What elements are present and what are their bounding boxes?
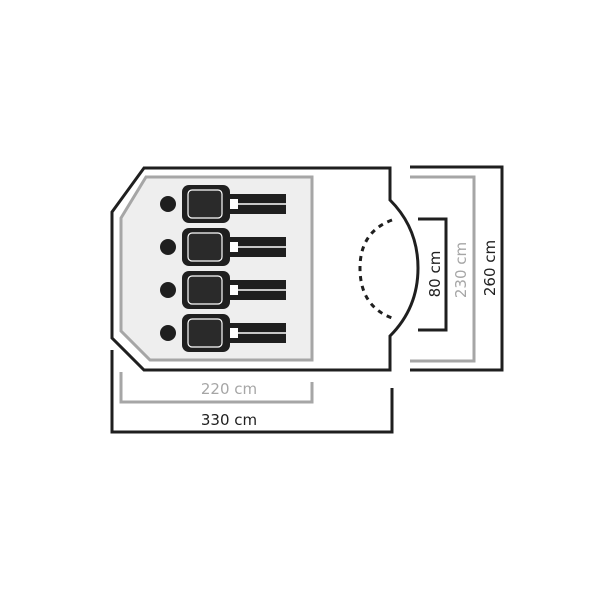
- sleeping-person-icon: [160, 271, 286, 309]
- inner-tent-outline: [119, 175, 314, 362]
- inner-depth-bracket: [410, 175, 476, 363]
- door-width-bracket: [418, 217, 448, 332]
- sleeping-person-icon: [160, 314, 286, 352]
- inner-width-bracket: [119, 372, 314, 404]
- outer-depth-label: 260 cm: [481, 240, 499, 296]
- door-width-label: 80 cm: [426, 251, 444, 298]
- inner-width-label: 220 cm: [201, 380, 257, 398]
- outer-depth-bracket: [410, 165, 504, 372]
- sleepers-group: [160, 185, 286, 352]
- sleeping-person-icon: [160, 228, 286, 266]
- door-swing-icon: [358, 218, 393, 320]
- outer-width-bracket: [110, 350, 394, 434]
- inner-depth-label: 230 cm: [452, 242, 470, 298]
- outer-width-label: 330 cm: [201, 411, 257, 429]
- sleeping-person-icon: [160, 185, 286, 223]
